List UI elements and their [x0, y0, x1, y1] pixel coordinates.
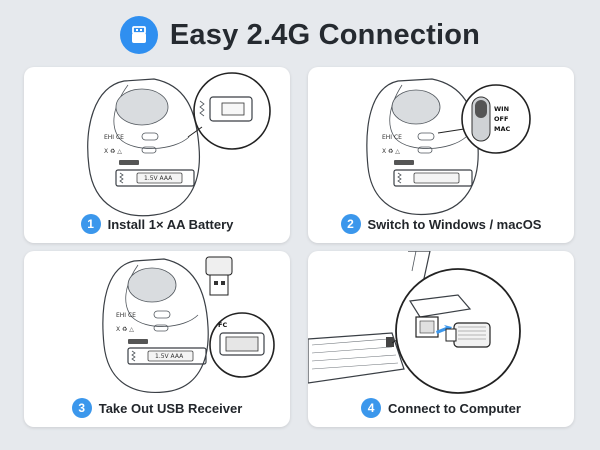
svg-text:X ♻ △: X ♻ △	[116, 326, 134, 333]
svg-text:1.5V AAA: 1.5V AAA	[155, 353, 184, 360]
step-caption-4: 4 Connect to Computer	[308, 395, 574, 421]
step-caption-2: 2 Switch to Windows / macOS	[308, 211, 574, 237]
step-card-2: EHI CE X ♻ △ WIN OFF MAC 2 Switch to Win…	[308, 67, 574, 243]
svg-text:FC: FC	[218, 321, 227, 329]
step-number-badge: 3	[71, 398, 92, 418]
svg-text:OFF: OFF	[494, 115, 508, 123]
svg-text:MAC: MAC	[494, 125, 510, 133]
step-label: Connect to Computer	[388, 400, 521, 416]
step-label: Switch to Windows / macOS	[367, 216, 542, 232]
svg-text:EHI CE: EHI CE	[382, 134, 402, 141]
step-caption-1: 1 Install 1× AA Battery	[24, 211, 290, 237]
step-label: Take Out USB Receiver	[98, 400, 243, 416]
svg-text:X ♻ △: X ♻ △	[104, 148, 122, 155]
svg-text:1.5V AAA: 1.5V AAA	[144, 175, 173, 182]
receiver-removal-illustration: EHI CE X ♻ △ 1.5V AAA FC	[102, 256, 275, 394]
header: Easy 2.4G Connection	[0, 0, 600, 70]
step-number-badge: 1	[80, 214, 101, 234]
mouse-battery-illustration: EHI CE X ♻ △ 1.5V AAA	[87, 72, 271, 217]
step-number-badge: 4	[361, 398, 382, 418]
step-card-4: 4 Connect to Computer	[308, 251, 574, 427]
step-caption-3: 3 Take Out USB Receiver	[24, 395, 290, 421]
svg-text:EHI CE: EHI CE	[116, 312, 136, 319]
step-card-1: EHI CE X ♻ △ 1.5V AAA 1 Install 1× AA Ba…	[24, 67, 290, 243]
step-label: Install 1× AA Battery	[107, 216, 234, 232]
step-number-badge: 2	[340, 214, 361, 234]
laptop-connection-illustration	[308, 251, 521, 394]
step-card-3: EHI CE X ♻ △ 1.5V AAA FC 3 Take Out USB …	[24, 251, 290, 427]
svg-text:WIN: WIN	[494, 105, 509, 113]
page-title: Easy 2.4G Connection	[169, 18, 481, 51]
svg-text:EHI CE: EHI CE	[104, 134, 124, 141]
mode-switch-illustration: EHI CE X ♻ △ WIN OFF MAC	[366, 78, 531, 216]
usb-receiver-icon	[119, 16, 158, 54]
svg-text:X ♻ △: X ♻ △	[382, 148, 400, 155]
